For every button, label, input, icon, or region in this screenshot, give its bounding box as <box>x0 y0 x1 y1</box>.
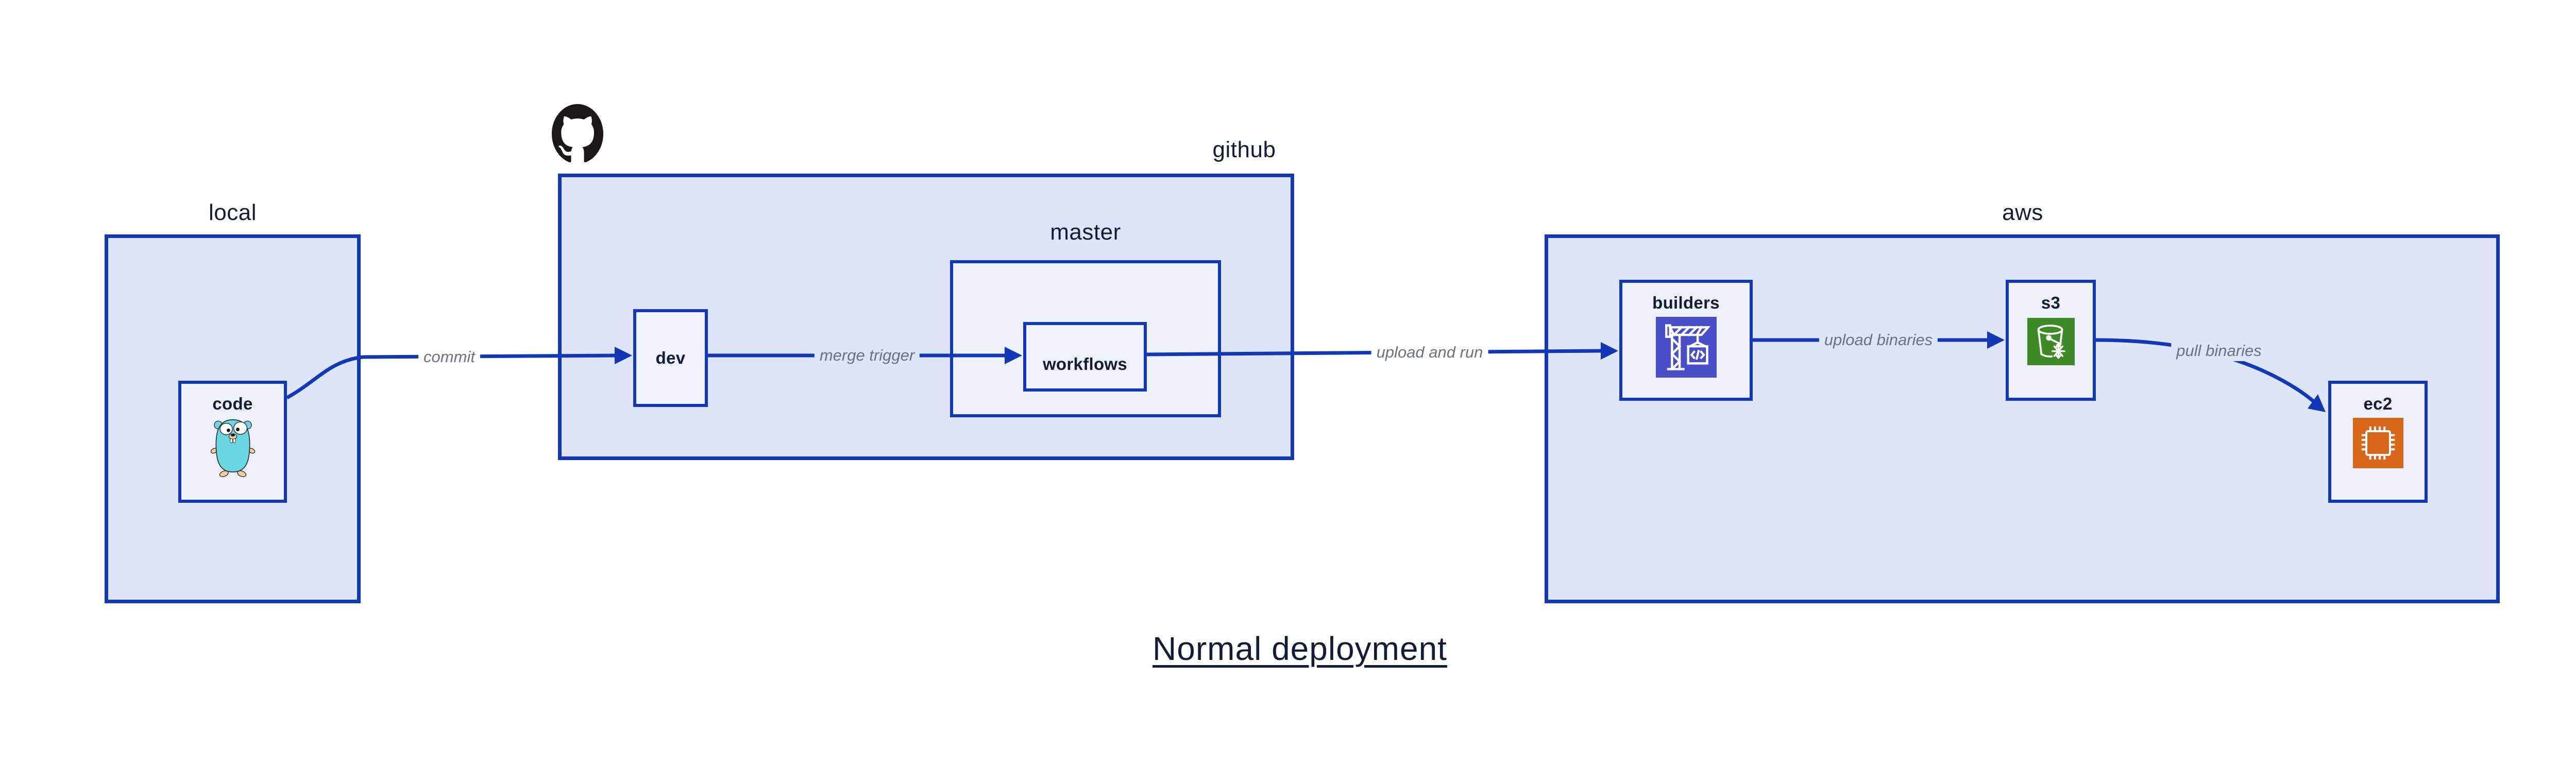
group-local-label: local <box>209 200 257 225</box>
node-ec2-label: ec2 <box>2363 394 2393 413</box>
edge-label-upload-binaries: upload binaries <box>1819 330 1938 350</box>
node-code[interactable]: code <box>178 381 287 503</box>
node-s3[interactable]: s3 <box>2006 280 2096 401</box>
go-gopher-icon <box>210 419 255 477</box>
edge-label-commit: commit <box>418 347 480 367</box>
edge-label-upload-and-run: upload and run <box>1371 342 1488 363</box>
node-dev-label: dev <box>655 348 686 367</box>
node-dev[interactable]: dev <box>633 309 708 407</box>
diagram-title: Normal deployment <box>1153 630 1447 667</box>
node-workflows[interactable]: workflows <box>1023 322 1147 392</box>
node-s3-label: s3 <box>2041 293 2061 312</box>
codebuild-crane-icon <box>1655 317 1717 378</box>
edge-label-merge-trigger: merge trigger <box>814 345 920 366</box>
node-builders-label: builders <box>1652 293 1720 312</box>
s3-bucket-snowflake-icon <box>2027 318 2075 365</box>
group-master-label: master <box>1050 219 1121 245</box>
edge-label-pull-binaries: pull binaries <box>2171 341 2267 361</box>
node-code-label: code <box>212 394 253 413</box>
node-builders[interactable]: builders <box>1619 280 1753 401</box>
group-aws-label: aws <box>2002 200 2043 225</box>
node-workflows-label: workflows <box>1042 354 1128 373</box>
cpu-chip-icon <box>2352 418 2403 468</box>
github-octocat-logo-icon[interactable] <box>552 104 603 164</box>
node-ec2[interactable]: ec2 <box>2328 381 2428 503</box>
group-github-label: github <box>1212 137 1276 162</box>
